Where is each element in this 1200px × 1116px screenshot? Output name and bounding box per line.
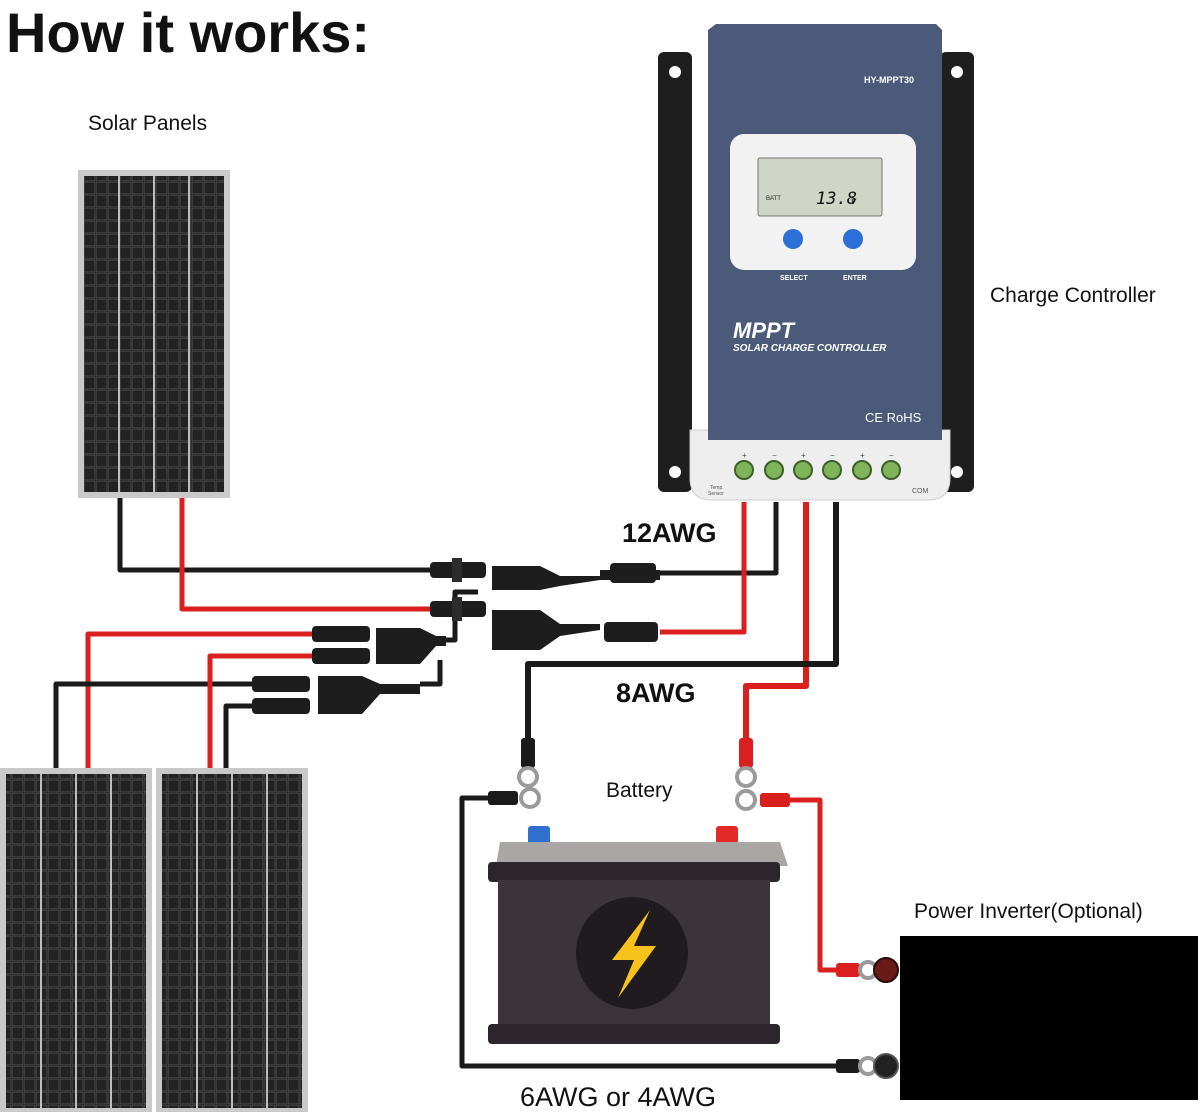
ring-terminal: [836, 960, 878, 980]
solar-panel-bottom-right: [156, 768, 308, 1112]
power-inverter: [873, 936, 1198, 1100]
mounting-bracket: [940, 52, 974, 492]
lcd-screen: [757, 157, 883, 217]
mc4-connector: [430, 558, 486, 582]
ring-terminal: [517, 738, 539, 788]
terminal: [764, 460, 784, 480]
enter-button-label: ENTER: [843, 275, 867, 282]
terminal-sign: +: [860, 451, 865, 460]
com-port-label: COM: [912, 488, 929, 495]
terminal: [881, 460, 901, 480]
wire-gauge-12awg: 12AWG: [622, 518, 717, 548]
ring-terminal: [735, 738, 757, 788]
mc4-connectors: [252, 558, 878, 1076]
lcd-battery-label: BATT: [766, 196, 781, 202]
wire-battery-negative: [525, 502, 839, 745]
wire-left-panel-negative: [53, 681, 260, 772]
power-inverter-label: Power Inverter(Optional): [914, 900, 1143, 923]
wires: [53, 497, 848, 1069]
temp-sensor-label: Sensor: [708, 491, 724, 497]
mc4-connector: [312, 626, 370, 642]
terminal: [793, 460, 813, 480]
inverter-negative-post: [873, 1053, 899, 1079]
controller-model: HY-MPPT30: [864, 75, 914, 85]
page-title: How it works:: [6, 1, 371, 64]
terminal-sign: +: [801, 451, 806, 460]
lightning-bolt-icon: [612, 910, 656, 998]
terminal-polarity-signs: + − + − + −: [742, 451, 894, 460]
mc4-connector: [430, 597, 486, 621]
temp-sensor-label: Temp.: [710, 485, 724, 491]
solar-panels-label: Solar Panels: [88, 112, 208, 135]
charge-controller-label: Charge Controller: [990, 284, 1156, 307]
mc4-y-branch: [492, 563, 660, 590]
mounting-bracket: [658, 52, 692, 492]
wire-gauge-8awg: 8AWG: [616, 678, 696, 708]
ring-terminal: [735, 789, 790, 811]
wire-pv-positive-to-controller: [660, 502, 747, 635]
enter-button[interactable]: [843, 229, 863, 249]
wire-right-panel-positive: [207, 653, 320, 772]
controller-brand: MPPT: [733, 318, 796, 343]
terminal-block: [734, 460, 901, 480]
wire-inverter-positive: [790, 797, 848, 973]
inverter-positive-post: [873, 957, 899, 983]
ring-terminal: [488, 787, 541, 809]
controller-subtitle: SOLAR CHARGE CONTROLLER: [733, 343, 887, 354]
mc4-connector: [252, 676, 310, 692]
select-button-label: SELECT: [780, 275, 808, 282]
terminal: [822, 460, 842, 480]
wire-branch-negative: [420, 660, 443, 687]
wire-pv-negative-to-controller: [660, 502, 779, 576]
wire-inverter-negative: [459, 795, 848, 1069]
terminal-sign: −: [772, 451, 777, 460]
select-button[interactable]: [783, 229, 803, 249]
wire-top-panel-positive: [179, 497, 440, 612]
terminal-sign: −: [830, 451, 835, 460]
mc4-y-branch: [318, 676, 420, 714]
terminal-sign: −: [889, 451, 894, 460]
terminal: [734, 460, 754, 480]
certification-marks: CE RoHS: [865, 410, 922, 425]
lcd-voltage-unit: v: [851, 196, 857, 207]
lcd-voltage-reading: 13.8: [816, 189, 857, 209]
solar-panel-top: [78, 170, 230, 498]
ring-terminal: [836, 1056, 878, 1076]
wire-gauge-6awg-4awg: 6AWG or 4AWG: [520, 1082, 717, 1112]
battery-label: Battery: [606, 779, 673, 802]
mc4-y-branch: [492, 610, 658, 650]
wire-top-panel-negative: [117, 497, 440, 573]
mc4-connector: [252, 698, 310, 714]
terminal: [852, 460, 872, 480]
charge-controller: [658, 24, 974, 501]
terminal-sign: +: [742, 451, 747, 460]
mc4-connector: [312, 648, 370, 664]
solar-panel-bottom-left: [0, 768, 152, 1112]
mc4-y-branch: [376, 628, 446, 664]
battery: [488, 826, 788, 1044]
wire-left-panel-positive: [85, 631, 320, 772]
wire-right-panel-negative: [223, 703, 260, 772]
wire-battery-positive: [743, 502, 809, 745]
